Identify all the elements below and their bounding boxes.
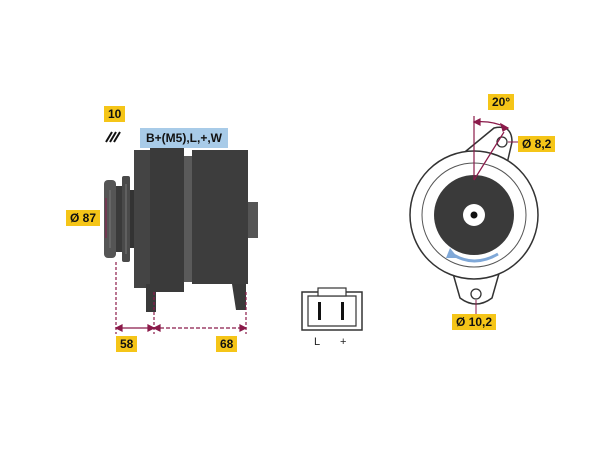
terminal-label: B+(M5),L,+,W <box>140 128 229 148</box>
connector-pin-l <box>318 302 321 320</box>
upper-lug-hole <box>496 136 508 148</box>
rib-count-label: 10 <box>104 106 126 122</box>
pulley-grooves-icon <box>109 184 127 254</box>
angle-indicator <box>472 116 510 181</box>
side-view <box>104 146 258 312</box>
hole-large-label: Ø 10,2 <box>452 314 497 330</box>
pulley-diameter-label: Ø 87 <box>66 210 101 226</box>
rotation-arrow-icon <box>446 248 499 263</box>
front-housing <box>134 150 150 288</box>
connector-pin-plus-label: + <box>340 336 347 348</box>
hole-small-label: Ø 8,2 <box>518 136 556 152</box>
pulley <box>104 176 136 262</box>
mounting-foot-front <box>146 284 164 312</box>
rear-housing <box>192 150 248 284</box>
connector <box>301 287 363 331</box>
angle-label: 20° <box>488 94 515 110</box>
fan-band <box>184 156 192 282</box>
dim-right-label: 68 <box>216 336 238 352</box>
connector-pin-l-label: L <box>314 336 321 348</box>
front-view <box>409 126 539 305</box>
dimension-lines <box>114 262 248 334</box>
rib-icon <box>105 131 121 143</box>
mounting-foot-rear <box>232 284 246 310</box>
connector-pin-plus <box>341 302 344 320</box>
dim-left-label: 58 <box>116 336 138 352</box>
